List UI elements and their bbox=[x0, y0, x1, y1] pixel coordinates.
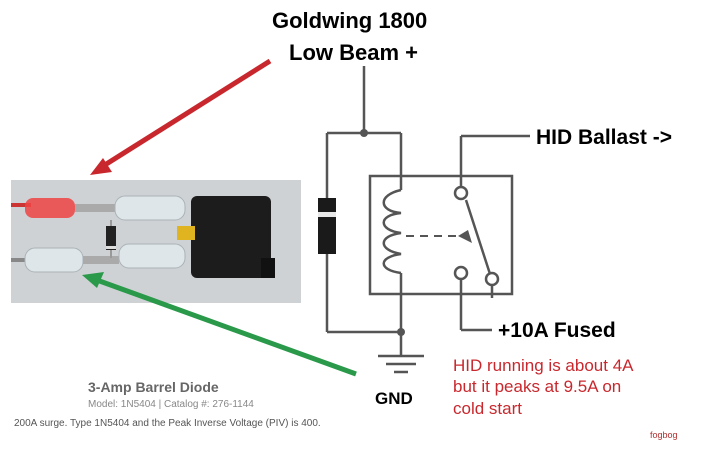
relay-diode-photo bbox=[11, 180, 301, 303]
ground-symbol bbox=[378, 332, 424, 374]
credit-text: fogbog bbox=[650, 430, 678, 440]
diagram-title-line2: Low Beam + bbox=[289, 40, 418, 65]
fused-label: +10A Fused bbox=[498, 319, 616, 342]
relay-housing bbox=[368, 174, 514, 296]
red-arrow bbox=[98, 58, 272, 171]
photo-illustration bbox=[11, 180, 301, 303]
switch-armature bbox=[464, 199, 492, 275]
note-line2: but it peaks at 9.5A on bbox=[453, 377, 622, 396]
contact-top bbox=[453, 185, 469, 201]
note-line1: HID running is about 4A bbox=[453, 356, 634, 375]
relay-coil bbox=[382, 188, 402, 275]
diagram-title-line1: Goldwing 1800 bbox=[272, 8, 428, 33]
diode-symbol bbox=[318, 133, 336, 332]
green-arrow bbox=[93, 276, 357, 377]
gnd-label: GND bbox=[375, 389, 413, 408]
caption-title: 3-Amp Barrel Diode bbox=[88, 379, 219, 395]
caption-description: 200A surge. Type 1N5404 and the Peak Inv… bbox=[14, 418, 321, 429]
caption-meta: Model: 1N5404 | Catalog #: 276-1144 bbox=[88, 399, 254, 410]
contact-bottom bbox=[453, 265, 469, 281]
ballast-label: HID Ballast -> bbox=[536, 126, 672, 149]
note-line3: cold start bbox=[453, 399, 522, 418]
